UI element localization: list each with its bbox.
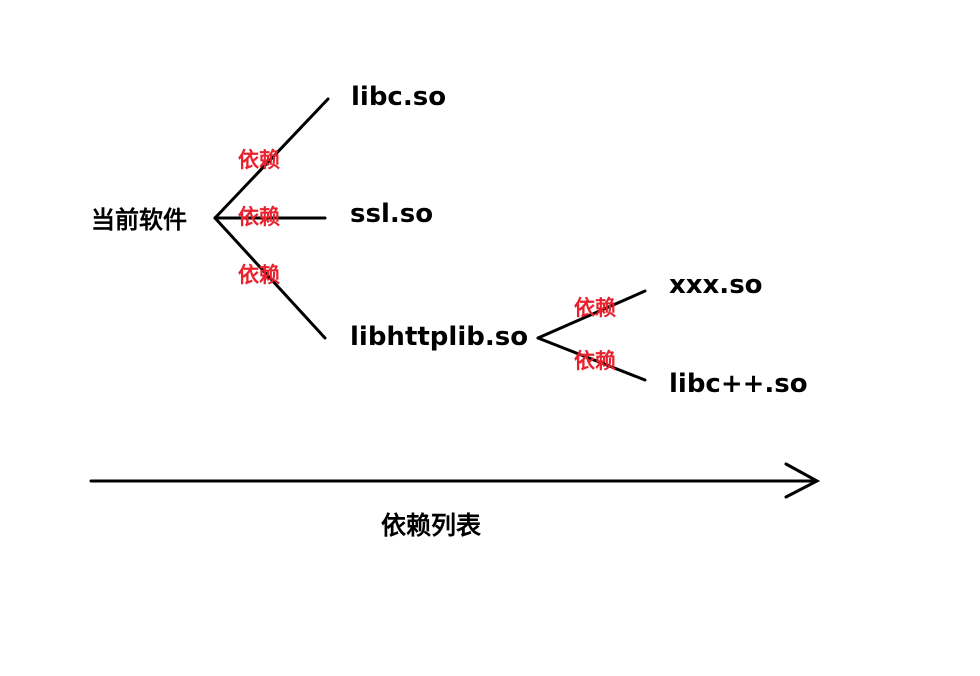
axis-label-dependency-list: 依赖列表 [381, 511, 482, 540]
axis-arrow-head [784, 462, 821, 499]
edge-label-libc: 依赖 [238, 148, 280, 172]
root-node-current-software: 当前软件 [91, 206, 187, 234]
edge-label-xxx: 依赖 [574, 296, 616, 320]
edge-label-libhttplib: 依赖 [238, 263, 280, 287]
node-libhttplib: libhttplib.so [350, 322, 529, 352]
node-libcpp: libc++.so [669, 369, 808, 399]
node-libc: libc.so [351, 82, 447, 112]
edge-label-ssl: 依赖 [238, 205, 280, 229]
edge-root-libhttplib [213, 216, 327, 340]
edge-libhttplib-libcpp [536, 336, 647, 382]
edge-libhttplib-xxx [536, 289, 647, 340]
node-xxx: xxx.so [669, 270, 763, 300]
edge-root-libc [213, 97, 330, 220]
edge-label-libcpp: 依赖 [574, 349, 616, 373]
node-ssl: ssl.so [350, 199, 434, 229]
